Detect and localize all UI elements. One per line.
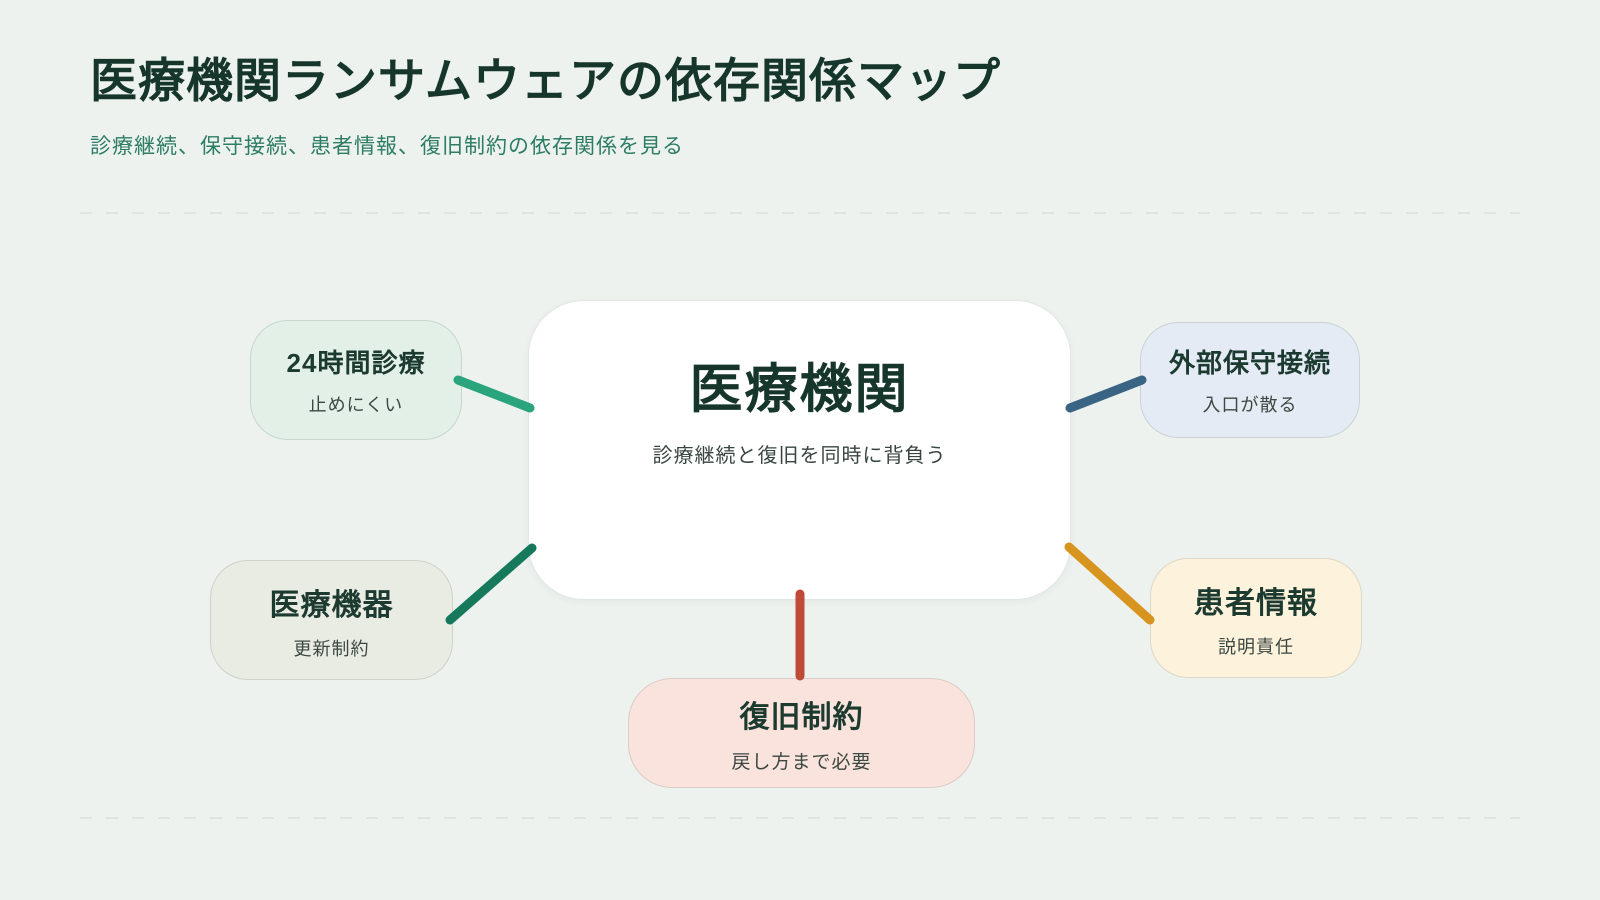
node-24h-care: 24時間診療 止めにくい [250,320,462,440]
connector-patient-data [1064,542,1155,625]
node-subtitle: 入口が散る [1202,395,1298,415]
connector-24h-care [453,375,535,413]
center-node-subtitle: 診療継続と復旧を同時に背負う [652,445,947,467]
connector-external-maintenance [1065,375,1147,413]
node-recovery-constraints: 復旧制約 戻し方まで必要 [628,678,975,788]
node-external-maintenance: 外部保守接続 入口が散る [1140,322,1360,438]
node-title: 24時間診療 [286,348,426,378]
center-node-title: 医療機関 [689,360,910,419]
node-subtitle: 止めにくい [308,395,404,415]
page-subtitle: 診療継続、保守接続、患者情報、復旧制約の依存関係を見る [90,135,684,159]
node-medical-devices: 医療機器 更新制約 [210,560,453,680]
page-title: 医療機関ランサムウェアの依存関係マップ [90,54,1002,107]
connector-medical-devices [445,543,537,625]
center-node-medical-institution: 医療機関 診療継続と復旧を同時に背負う [528,300,1071,600]
node-title: 復旧制約 [739,701,864,734]
node-title: 医療機器 [269,588,394,622]
node-patient-data: 患者情報 説明責任 [1150,558,1362,678]
header: 医療機関ランサムウェアの依存関係マップ 診療継続、保守接続、患者情報、復旧制約の… [90,54,1001,160]
node-title: 患者情報 [1194,586,1318,620]
node-title: 外部保守接続 [1168,348,1331,378]
node-subtitle: 説明責任 [1218,636,1294,657]
node-subtitle: 更新制約 [293,638,370,659]
node-subtitle: 戻し方まで必要 [731,752,872,773]
